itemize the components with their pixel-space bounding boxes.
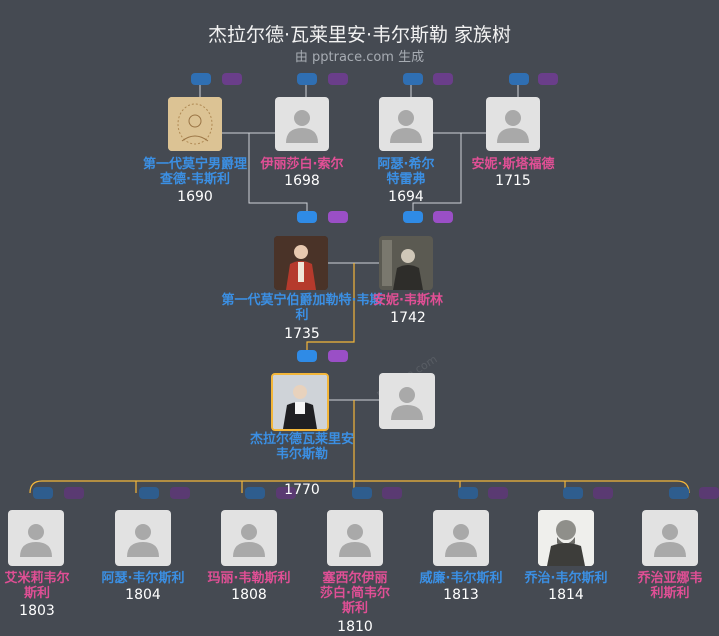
person-name: 塞西尔伊丽莎白·简韦尔斯利 <box>320 571 390 616</box>
page-title: 杰拉尔德·瓦莱里安·韦尔斯勒 家族树 <box>207 24 512 46</box>
lineage-connector <box>306 263 355 356</box>
avatar-placeholder-icon <box>115 510 171 566</box>
expand-father-button[interactable] <box>403 211 423 223</box>
avatar-placeholder-icon <box>221 510 277 566</box>
page-subtitle: 由 pptrace.com 生成 <box>294 50 425 65</box>
expand-children-button[interactable] <box>276 487 296 499</box>
avatar-placeholder-icon <box>275 97 329 151</box>
expand-spouse-button[interactable] <box>563 487 583 499</box>
person-name: 安妮·韦斯林 <box>373 293 443 308</box>
avatar-placeholder-icon <box>642 510 698 566</box>
person-name: 第一代莫宁伯爵加勒特·韦斯利 <box>221 293 383 323</box>
engraving-portrait <box>538 510 594 566</box>
expand-children-button[interactable] <box>593 487 613 499</box>
expand-children-button[interactable] <box>170 487 190 499</box>
person-birth-year: 1804 <box>125 587 161 603</box>
avatar-placeholder-icon <box>8 510 64 566</box>
expand-father-button[interactable] <box>403 73 423 85</box>
person-name: 安妮·斯塔福德 <box>471 157 555 172</box>
expand-spouse-button[interactable] <box>245 487 265 499</box>
avatar-placeholder-icon <box>327 510 383 566</box>
expand-spouse-button[interactable] <box>669 487 689 499</box>
person-birth-year: 1694 <box>388 189 424 205</box>
person-birth-year: 1810 <box>337 619 373 635</box>
expand-mother-button[interactable] <box>222 73 242 85</box>
person-name: 乔治·韦尔斯利 <box>524 571 608 586</box>
person-birth-year: 1803 <box>19 603 55 619</box>
avatar-placeholder-icon <box>379 97 433 151</box>
expand-children-button[interactable] <box>488 487 508 499</box>
person-name: 乔治亚娜韦利斯利 <box>637 571 703 601</box>
avatar-placeholder-icon <box>433 510 489 566</box>
avatar-placeholder-icon <box>379 373 435 429</box>
person-birth-year: 1698 <box>284 173 320 189</box>
parchment-portrait <box>168 97 222 151</box>
person-birth-year: 1814 <box>548 587 584 603</box>
expand-children-button[interactable] <box>64 487 84 499</box>
expand-spouse-button[interactable] <box>33 487 53 499</box>
expand-children-button[interactable] <box>382 487 402 499</box>
expand-father-button[interactable] <box>297 350 317 362</box>
expand-father-button[interactable] <box>509 73 529 85</box>
person-birth-year: 1770 <box>284 482 320 498</box>
expand-father-button[interactable] <box>297 73 317 85</box>
expand-mother-button[interactable] <box>328 211 348 223</box>
expand-spouse-button[interactable] <box>352 487 372 499</box>
person-name: 阿瑟·希尔特雷弗 <box>377 157 435 187</box>
avatar-placeholder-icon <box>486 97 540 151</box>
person-birth-year: 1735 <box>284 326 320 342</box>
person-name: 威廉·韦尔斯利 <box>419 571 503 586</box>
person-birth-year: 1690 <box>177 189 213 205</box>
person-name: 伊丽莎白·索尔 <box>260 157 344 172</box>
person-name: 玛丽·韦勒斯利 <box>207 571 291 586</box>
expand-mother-button[interactable] <box>538 73 558 85</box>
expand-spouse-button[interactable] <box>139 487 159 499</box>
person-name: 阿瑟·韦尔斯利 <box>101 571 185 586</box>
connector-line <box>412 133 462 217</box>
connector-line <box>248 133 308 217</box>
expand-children-button[interactable] <box>699 487 719 499</box>
person-birth-year: 1742 <box>390 310 426 326</box>
clergy-portrait <box>271 373 329 431</box>
expand-spouse-button[interactable] <box>458 487 478 499</box>
expand-mother-button[interactable] <box>328 73 348 85</box>
person-name: 艾米莉韦尔斯利 <box>4 571 70 601</box>
lineage-connector <box>29 480 690 494</box>
person-birth-year: 1808 <box>231 587 267 603</box>
red-coat-portrait <box>274 236 328 290</box>
expand-mother-button[interactable] <box>328 350 348 362</box>
expand-mother-button[interactable] <box>433 73 453 85</box>
expand-mother-button[interactable] <box>433 211 453 223</box>
person-name: 杰拉尔德瓦莱里安韦尔斯勒 <box>249 432 354 462</box>
expand-father-button[interactable] <box>297 211 317 223</box>
person-birth-year: 1715 <box>495 173 531 189</box>
person-birth-year: 1813 <box>443 587 479 603</box>
expand-father-button[interactable] <box>191 73 211 85</box>
person-name: 第一代莫宁男爵理查德·韦斯利 <box>142 157 247 187</box>
dark-portrait <box>379 236 433 290</box>
